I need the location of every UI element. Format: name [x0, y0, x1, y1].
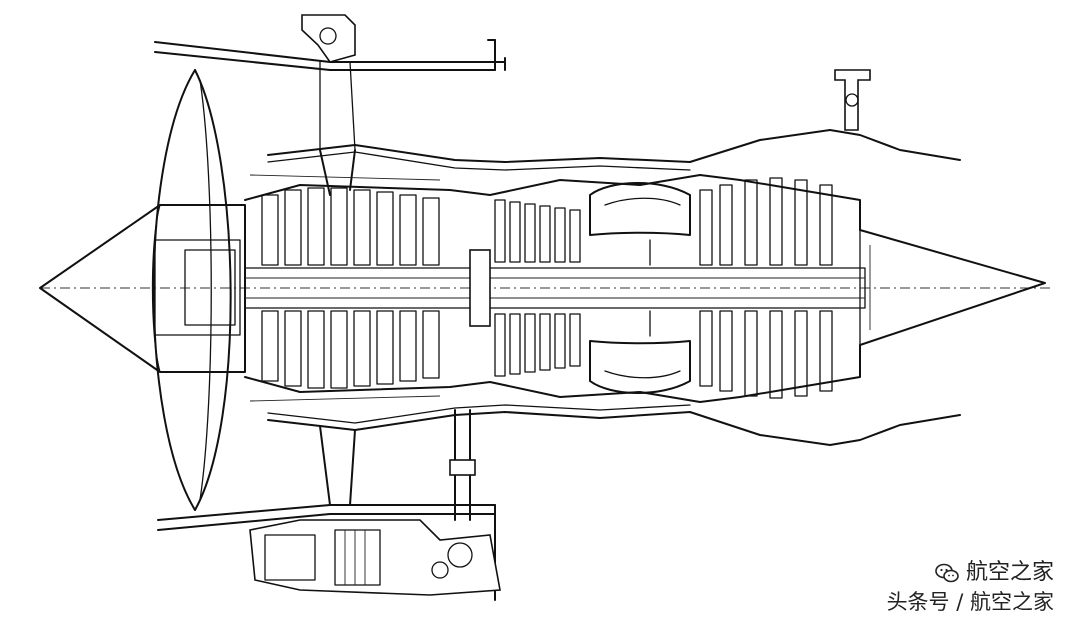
watermark: 航空之家 头条号 / 航空之家 — [887, 559, 1054, 615]
wechat-icon — [935, 563, 959, 583]
watermark-title: 航空之家 — [965, 560, 1054, 586]
rear-mount-fitting — [834, 69, 871, 131]
main-shaft — [244, 249, 866, 327]
fan-outlet-guide-vanes — [319, 149, 356, 506]
exhaust-cone — [859, 229, 1046, 346]
lp-compressor-stages — [249, 174, 441, 402]
core-casing-upper — [244, 174, 861, 231]
fan-blade — [152, 69, 232, 511]
watermark-row-1: 航空之家 — [887, 559, 1054, 587]
turbine-stages — [699, 177, 833, 399]
hp-compressor-stages — [494, 199, 581, 377]
watermark-subtitle: 头条号 / 航空之家 — [886, 589, 1054, 614]
combustion-chamber — [589, 182, 691, 394]
bypass-duct-upper — [267, 129, 961, 171]
upper-mount-fitting — [301, 14, 356, 151]
accessory-gearbox — [249, 519, 501, 596]
accessory-drive-shaft — [449, 409, 476, 521]
bypass-duct-lower — [267, 404, 961, 446]
core-casing-lower — [244, 344, 861, 403]
